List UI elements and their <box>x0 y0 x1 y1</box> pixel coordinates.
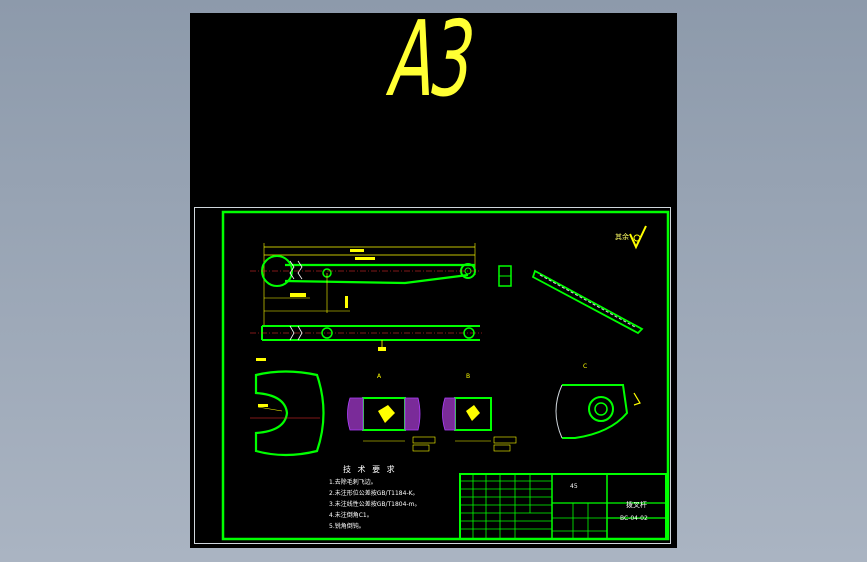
title-block-part-name: 拨叉杆 <box>626 501 647 509</box>
roughness-symbol <box>629 225 647 250</box>
svg-text:C: C <box>583 363 587 370</box>
lever-side-view <box>250 325 482 351</box>
title-block-drawing-number: BC-04-02 <box>620 515 648 522</box>
tech-requirements-title: 技 术 要 求 <box>343 465 397 474</box>
title-block <box>459 473 667 540</box>
svg-text:A: A <box>377 373 382 380</box>
lever-isometric-view <box>531 269 644 335</box>
drawing-sheet: A3 <box>190 0 677 548</box>
tech-requirement-3: 3.未注线性公差按GB/T1804-m。 <box>329 501 421 508</box>
tech-requirement-4: 4.未注倒角C1。 <box>329 512 373 519</box>
tech-requirement-2: 2.未注形位公差按GB/T1184-K。 <box>329 490 419 497</box>
hinge-detail-view: C <box>555 363 641 439</box>
tech-requirement-1: 1.去除毛刺飞边。 <box>329 479 377 486</box>
fork-section-view <box>250 358 325 457</box>
roughness-label: 其余 <box>615 233 629 241</box>
title-block-material: 45 <box>570 483 578 490</box>
drawing-canvas: A B C <box>221 210 670 541</box>
lever-end-view <box>498 265 512 287</box>
tech-requirement-5: 5.锐角倒钝。 <box>329 523 365 530</box>
inner-border <box>221 210 670 541</box>
section-a-view: A <box>347 373 436 452</box>
section-b-view: B <box>442 373 517 452</box>
svg-text:B: B <box>466 373 470 380</box>
outer-border <box>194 207 671 544</box>
lever-top-view <box>250 243 480 325</box>
roughness-circle <box>633 234 641 242</box>
